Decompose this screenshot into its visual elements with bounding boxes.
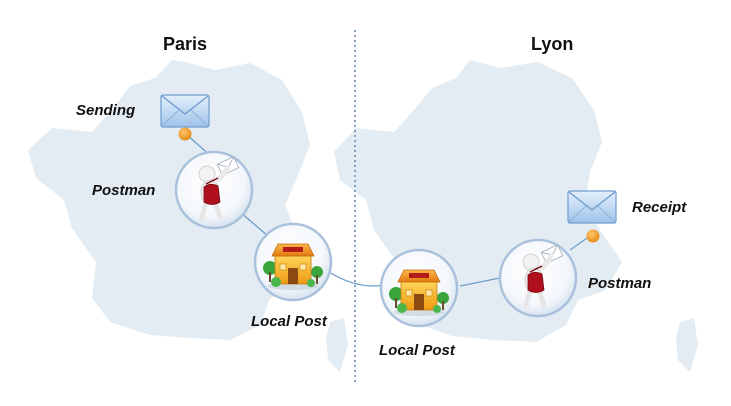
receipt-dot — [586, 229, 600, 243]
city-label-lyon: Lyon — [531, 34, 574, 54]
sending-dot — [178, 127, 192, 141]
envelope-icon — [160, 94, 210, 128]
connector-postman-receipt — [569, 235, 591, 251]
connector-postman-localpost — [239, 211, 269, 237]
postman-icon — [500, 240, 576, 316]
corsica-right — [676, 318, 698, 372]
connector-localpost-localpost — [325, 269, 386, 287]
connector-localpost-postman — [459, 277, 501, 287]
envelope-icon — [567, 190, 617, 224]
corsica-left — [326, 318, 348, 372]
postman-icon — [176, 152, 252, 228]
local-post-label-right: Local Post — [379, 342, 455, 359]
postman-label-right: Postman — [588, 275, 652, 292]
post-office-icon — [379, 248, 459, 328]
map-france-left — [28, 60, 314, 340]
postman-label-left: Postman — [92, 182, 156, 199]
post-office-icon — [253, 222, 333, 302]
receipt-label: Receipt — [632, 199, 687, 216]
city-label-paris: Paris — [163, 34, 208, 54]
sending-label: Sending — [76, 102, 136, 119]
local-post-label-left: Local Post — [251, 313, 327, 330]
